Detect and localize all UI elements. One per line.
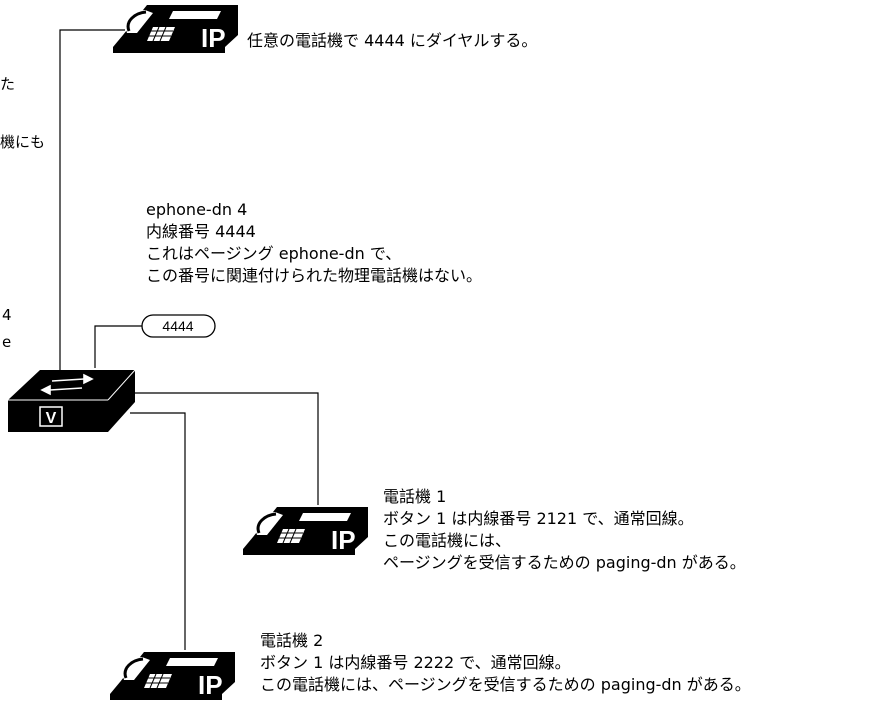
- router-badge: V: [46, 410, 57, 427]
- edge-fragment: 機にも: [0, 133, 46, 151]
- top-phone-caption: 任意の電話機で 4444 にダイヤルする。: [247, 31, 538, 50]
- line-phone2: [130, 412, 186, 650]
- description-line: ボタン 1 は内線番号 2121 で、通常回線。: [383, 509, 694, 528]
- ip-phone-icon-1: IP: [243, 507, 368, 555]
- edge-fragment: e: [2, 333, 12, 351]
- description-line: ボタン 1 は内線番号 2222 で、通常回線。: [260, 653, 571, 672]
- description-line: この電話機には、: [383, 531, 512, 550]
- ip-badge: IP: [201, 23, 226, 53]
- description-line: この番号に関連付けられた物理電話機はない。: [146, 266, 483, 285]
- paging-tag-text: 4444: [162, 318, 193, 334]
- description-line: これはページング ephone-dn で、: [146, 244, 402, 263]
- paging-tag: 4444: [141, 314, 216, 338]
- edge-fragment: 4: [2, 306, 12, 324]
- line-top-phone: [59, 29, 125, 370]
- line-paging-tag: [94, 325, 142, 368]
- phone1-description: 電話機 1 ボタン 1 は内線番号 2121 で、通常回線。 この電話機には、 …: [383, 486, 746, 574]
- ip-phone-icon-top: IP: [113, 5, 238, 53]
- phone2-description: 電話機 2 ボタン 1 は内線番号 2222 で、通常回線。 この電話機には、ペ…: [260, 630, 751, 696]
- description-line: ページングを受信するための paging-dn がある。: [383, 553, 746, 572]
- line-phone1: [135, 392, 319, 505]
- ip-phone-icon-2: IP: [110, 652, 235, 700]
- ip-badge: IP: [331, 525, 356, 555]
- connection-lines: [59, 29, 319, 650]
- description-line: ephone-dn 4: [146, 200, 248, 219]
- edge-fragment: た: [0, 75, 16, 93]
- ip-badge: IP: [198, 670, 223, 700]
- arrows-icon: [40, 373, 94, 396]
- description-line: 電話機 1: [383, 487, 447, 506]
- router-badge-box: [39, 406, 63, 427]
- description-line: 電話機 2: [260, 631, 324, 650]
- description-line: この電話機には、ページングを受信するための paging-dn がある。: [260, 675, 751, 694]
- voice-router-icon: V: [8, 369, 136, 432]
- ephone-dn4-description: ephone-dn 4 内線番号 4444 これはページング ephone-dn…: [146, 199, 482, 287]
- description-line: 内線番号 4444: [146, 222, 256, 241]
